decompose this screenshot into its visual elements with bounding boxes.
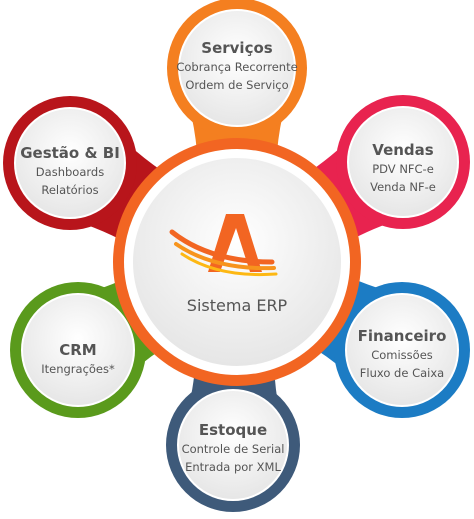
module-servicos	[167, 0, 307, 152]
module-disc	[347, 106, 459, 218]
module-feature: Cobrança Recorrente	[176, 60, 298, 74]
module-estoque	[166, 371, 300, 512]
module-disc	[345, 293, 459, 407]
center-label: Sistema ERP	[186, 296, 288, 315]
module-title: Estoque	[198, 421, 268, 439]
module-feature: Venda NF-e	[370, 180, 436, 194]
module-feature: PDV NFC-e	[372, 162, 434, 176]
module-disc	[14, 107, 126, 219]
module-title: Financeiro	[357, 327, 447, 345]
module-title: CRM	[59, 341, 97, 359]
module-feature: Fluxo de Caixa	[359, 366, 445, 380]
module-feature: Controle de Serial	[181, 442, 285, 456]
module-crm-text: CRM Itengrações*	[13, 340, 143, 378]
center-disc	[133, 158, 341, 366]
module-feature: Relatórios	[41, 183, 99, 197]
center-hub	[113, 138, 361, 386]
module-title: Vendas	[372, 141, 434, 159]
logo-icon	[169, 214, 278, 277]
module-disc	[178, 9, 296, 127]
module-disc	[177, 389, 289, 501]
module-feature: Dashboards	[35, 165, 105, 179]
module-title: Serviços	[201, 39, 273, 57]
module-feature: Itengrações*	[41, 362, 115, 376]
module-title: Gestão & BI	[20, 144, 120, 162]
module-feature: Entrada por XML	[185, 460, 281, 474]
module-feature: Ordem de Serviço	[185, 78, 289, 92]
module-disc	[21, 293, 135, 407]
module-feature: Comissões	[371, 348, 433, 362]
